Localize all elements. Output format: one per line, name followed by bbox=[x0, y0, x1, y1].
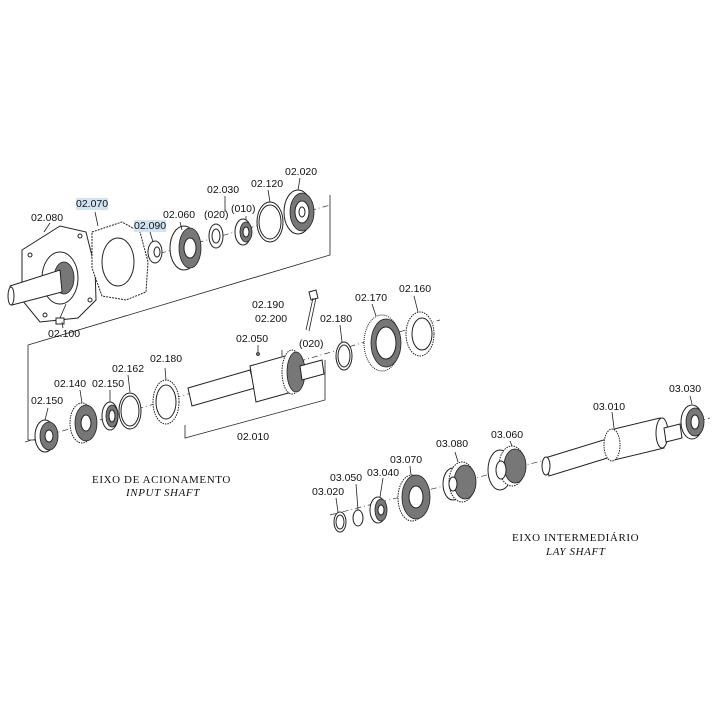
label-02020: 02.020 bbox=[285, 166, 318, 178]
label-02190: 02.190 bbox=[252, 299, 285, 311]
part-02020-bearing bbox=[283, 189, 315, 235]
label-02100: 02.100 bbox=[48, 328, 81, 340]
label-02090: 02.090 bbox=[134, 220, 167, 232]
label-03040: 03.040 bbox=[367, 467, 400, 479]
label-03010: 03.010 bbox=[593, 401, 626, 413]
label-03060: 03.060 bbox=[491, 429, 524, 441]
part-02030-ring bbox=[208, 223, 224, 249]
part-02060-bearing-cover bbox=[169, 225, 202, 271]
part-02090-seal bbox=[147, 240, 163, 264]
part-02180-ring-upper bbox=[335, 341, 353, 371]
label-02060: 02.060 bbox=[163, 209, 196, 221]
label-03050: 03.050 bbox=[330, 472, 363, 484]
label-03070: 03.070 bbox=[390, 454, 423, 466]
part-02180-ring-lower bbox=[152, 379, 180, 425]
label-020b: (020) bbox=[299, 338, 324, 350]
label-03030: 03.030 bbox=[669, 383, 702, 395]
caption-lay-shaft-pt: EIXO INTERMEDIÁRIO bbox=[512, 532, 640, 544]
label-02010: 02.010 bbox=[237, 431, 270, 443]
part-02140-gear bbox=[69, 402, 98, 444]
part-010-bearing bbox=[234, 218, 253, 246]
part-02120-snap-ring bbox=[256, 201, 284, 243]
label-02180-lower: 02.180 bbox=[150, 353, 183, 365]
label-020a: (020) bbox=[204, 209, 229, 221]
label-02162: 02.162 bbox=[112, 363, 145, 375]
part-02010-input-shaft bbox=[187, 349, 325, 407]
part-02160-sync-ring bbox=[405, 311, 435, 357]
caption-input-shaft-en: INPUT SHAFT bbox=[126, 487, 200, 499]
label-02150-a: 02.150 bbox=[92, 378, 125, 390]
label-02030: 02.030 bbox=[207, 184, 240, 196]
part-03010-lay-shaft bbox=[541, 417, 683, 477]
part-03080-gear bbox=[442, 461, 477, 503]
part-03040-spacer bbox=[369, 496, 388, 524]
part-02100-bolt bbox=[55, 303, 67, 325]
label-02170: 02.170 bbox=[355, 292, 388, 304]
label-02050: 02.050 bbox=[236, 333, 269, 345]
caption-lay-shaft-en: LAY SHAFT bbox=[546, 546, 606, 558]
part-02150-needle-bearing bbox=[101, 401, 119, 431]
label-02070: 02.070 bbox=[76, 198, 109, 210]
middle-frame bbox=[184, 360, 326, 439]
label-010: (010) bbox=[231, 203, 256, 215]
label-02180-upper: 02.180 bbox=[320, 313, 353, 325]
caption-input-shaft-pt: EIXO DE ACIONAMENTO bbox=[92, 474, 231, 486]
part-03030-bearing bbox=[680, 404, 705, 440]
part-03020-snap-ring bbox=[333, 511, 347, 533]
part-02070-gasket bbox=[91, 221, 149, 301]
part-02162-ring bbox=[118, 392, 142, 430]
part-03070-gear bbox=[397, 474, 431, 522]
label-02160: 02.160 bbox=[399, 283, 432, 295]
part-02150-bearing-lower bbox=[34, 419, 59, 453]
label-02140: 02.140 bbox=[54, 378, 87, 390]
label-03080: 03.080 bbox=[436, 438, 469, 450]
label-02080: 02.080 bbox=[31, 212, 64, 224]
part-03060-gear bbox=[487, 445, 527, 491]
part-03050-ring bbox=[352, 509, 364, 527]
leader-lines bbox=[43, 177, 693, 513]
part-02190-bolt bbox=[305, 289, 319, 332]
part-02080-housing-cover bbox=[7, 225, 97, 323]
label-02150-b: 02.150 bbox=[31, 395, 64, 407]
label-03020: 03.020 bbox=[312, 486, 345, 498]
label-02200: 02.200 bbox=[255, 313, 288, 325]
part-02170-sync-sleeve bbox=[363, 314, 402, 372]
label-02120: 02.120 bbox=[251, 178, 284, 190]
